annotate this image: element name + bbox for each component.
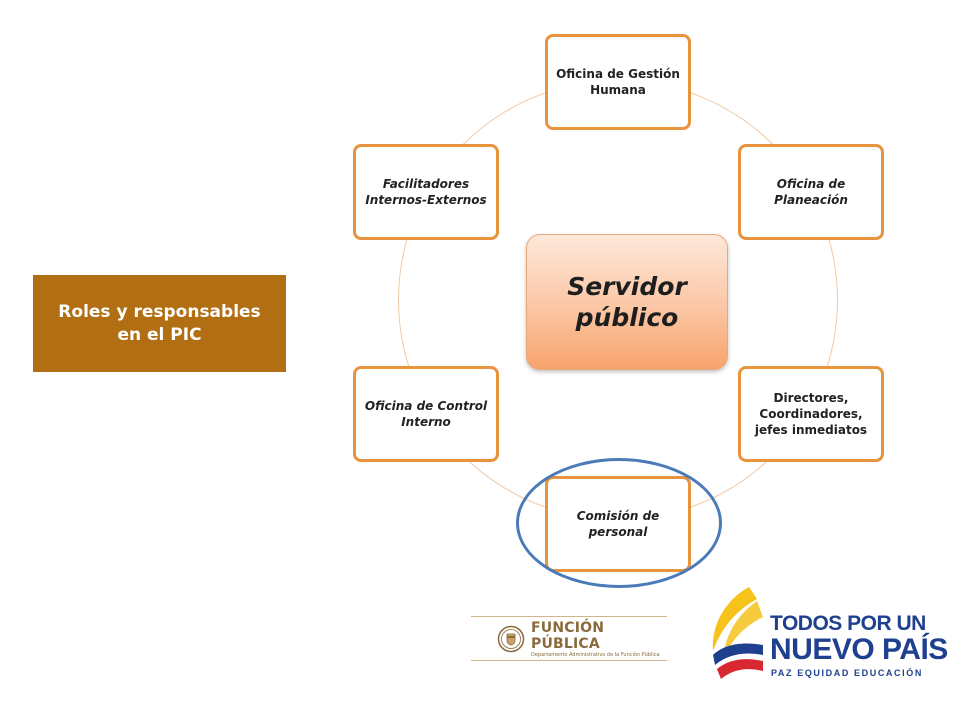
tpun-line-2: NUEVO PAÍS <box>770 633 948 666</box>
node-planeacion-label: Oficina de Planeación <box>774 176 848 207</box>
center-node-label: Servidor público <box>567 271 687 332</box>
center-node-servidor-publico: Servidor público <box>526 234 728 370</box>
highlight-ellipse <box>516 458 722 588</box>
node-control-interno-label: Oficina de Control Interno <box>364 398 488 429</box>
node-gestion-humana-label: Oficina de Gestión Humana <box>556 66 680 97</box>
node-gestion-humana: Oficina de Gestión Humana <box>545 34 691 130</box>
node-directores: Directores, Coordinadores, jefes inmedia… <box>738 366 884 462</box>
fp-bottom-rule <box>471 660 667 661</box>
diagram-title: Roles y responsables en el PIC <box>33 275 286 372</box>
funcion-publica-subtitle: Departamento Administrativo de la Funció… <box>531 652 660 658</box>
coat-of-arms-icon <box>497 625 525 653</box>
node-facilitadores-label: Facilitadores Internos-Externos <box>365 176 487 207</box>
todos-por-un-nuevo-pais-logo: TODOS POR UN NUEVO PAÍS PAZ EQUIDAD EDUC… <box>705 585 948 685</box>
diagram-title-text: Roles y responsables en el PIC <box>58 302 261 345</box>
fp-top-rule <box>471 616 667 617</box>
node-facilitadores: Facilitadores Internos-Externos <box>353 144 499 240</box>
node-control-interno: Oficina de Control Interno <box>353 366 499 462</box>
node-planeacion: Oficina de Planeación <box>738 144 884 240</box>
tpun-line-3: PAZ EQUIDAD EDUCACIÓN <box>771 668 923 678</box>
tpun-line-1: TODOS POR UN <box>770 612 926 635</box>
funcion-publica-logo: FUNCIÓN PÚBLICA Departamento Administrat… <box>471 620 667 658</box>
funcion-publica-name: FUNCIÓN PÚBLICA <box>531 620 605 652</box>
tricolor-swoosh-icon <box>712 587 763 679</box>
node-directores-label: Directores, Coordinadores, jefes inmedia… <box>754 390 868 438</box>
